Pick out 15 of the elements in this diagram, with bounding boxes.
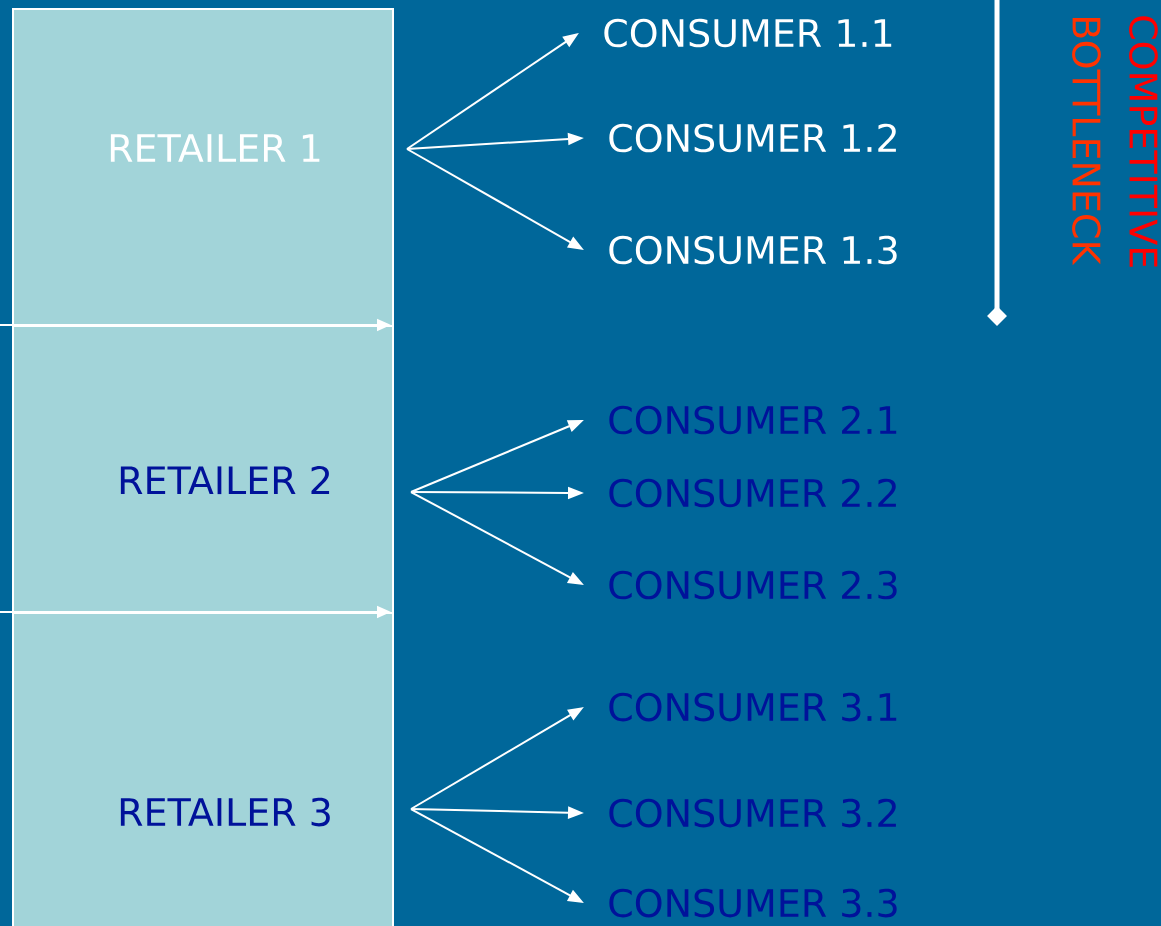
consumer-label: CONSUMER 1.3 [609,235,897,265]
consumer-label: CONSUMER 3.1 [609,692,897,722]
retailer-box: RETAILER 3 [12,612,394,926]
retailer-box: RETAILER 2 [12,325,394,614]
rotated-label: BOTTLENECK [1072,17,1101,266]
consumer-label: CONSUMER 3.2 [609,798,896,828]
consumer-label: CONSUMER 1.1 [604,18,892,48]
node-label: RETAILER 3 [120,797,330,827]
rotated-label: COMPETITIVE [1129,16,1158,267]
retailer-box: RETAILER 1 [12,8,394,327]
consumer-label: CONSUMER 1.2 [609,123,896,153]
consumer-label: CONSUMER 2.3 [609,570,897,600]
consumer-label: CONSUMER 2.2 [609,478,896,508]
consumer-label: CONSUMER 3.3 [609,888,897,918]
consumer-label: CONSUMER 2.1 [609,405,897,435]
